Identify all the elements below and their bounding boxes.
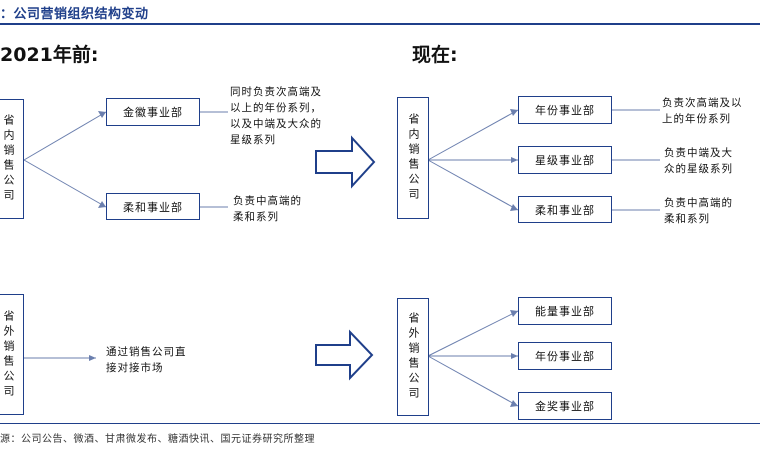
before-inside-company: 省内销售公司 [0,99,24,219]
now-unit-rouhe-note: 负责中高端的柔和系列 [664,197,733,225]
now-unit-nengliang: 能量事业部 [518,297,612,325]
connector-line [23,111,107,161]
report-header: ：公司营销组织结构变动 [0,0,760,25]
arrowhead [89,355,96,361]
connector-line [427,109,519,161]
source-note: 源：公司公告、微酒、甘肃微发布、糖酒快讯、国元证券研究所整理 [0,434,315,445]
now-unit-nianfen-note: 负责次高端及以上的年份系列 [662,97,743,125]
arrowhead [510,400,518,407]
transition-arrow-icon [315,329,374,381]
now-unit-nianfen-outside: 年份事业部 [518,342,612,370]
before-outside-note: 通过销售公司直接对接市场 [106,346,187,374]
before-title: 2021年前: [0,44,99,66]
arrowhead [510,310,518,317]
connector-line [427,310,519,357]
transition-arrow-icon [315,135,376,189]
arrowhead [98,201,106,208]
header-divider [0,23,760,25]
figure-title: ：公司营销组织结构变动 [0,7,149,22]
now-unit-jinjiang: 金奖事业部 [518,392,612,420]
connector-line [23,159,107,208]
now-title: 现在: [412,44,458,66]
arrowhead [98,111,106,118]
now-unit-rouhe: 柔和事业部 [518,196,612,223]
before-outside-company: 省外销售公司 [0,294,24,415]
now-outside-company: 省外销售公司 [397,298,429,416]
now-inside-company: 省内销售公司 [397,97,429,219]
now-unit-xingji-note: 负责中端及大众的星级系列 [664,147,733,175]
before-unit-rouhe-note: 负责中高端的柔和系列 [233,195,302,223]
arrowhead [510,204,518,211]
before-unit-rouhe: 柔和事业部 [106,193,200,220]
before-unit-jinhui: 金徽事业部 [106,98,200,126]
arrowhead [511,157,518,163]
arrowhead [511,353,518,359]
now-unit-xingji: 星级事业部 [518,146,612,174]
before-unit-jinhui-note: 同时负责次高端及以上的年份系列，以及中端及大众的星级系列 [230,86,322,146]
footer-divider [0,423,760,424]
connector-line [427,159,519,211]
now-unit-nianfen: 年份事业部 [518,96,612,124]
arrowhead [510,109,518,116]
connector-line [427,355,519,407]
